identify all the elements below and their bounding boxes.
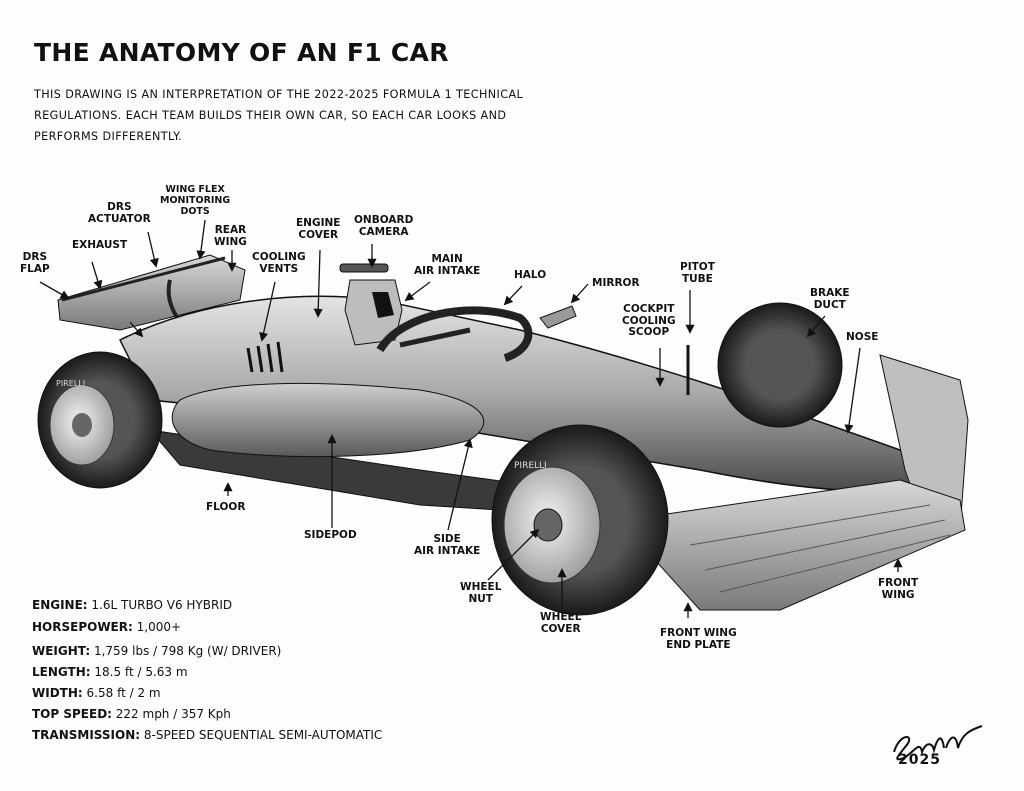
- label-exhaust: EXHAUST: [72, 239, 128, 251]
- arrow-mirror: [570, 283, 589, 304]
- label-side-air-intake: SIDE AIR INTAKE: [414, 533, 481, 557]
- rear-left-tyre: [37, 351, 163, 489]
- intro-line-2: REGULATIONS. EACH TEAM BUILDS THEIR OWN …: [34, 109, 507, 122]
- label-main-air-intake: MAIN AIR INTAKE: [414, 253, 481, 277]
- label-nose: NOSE: [846, 331, 879, 343]
- artist-signature: [893, 725, 983, 761]
- arrow-cooling-vents: [259, 281, 276, 342]
- label-wheel-nut: WHEEL NUT: [460, 581, 502, 605]
- sidepod-shape: [171, 382, 485, 458]
- rear-wing-shape: [57, 254, 246, 331]
- arrow-halo: [503, 285, 523, 306]
- label-pitot-tube: PITOT TUBE: [680, 261, 715, 285]
- arrow-exhaust-2: [129, 321, 144, 338]
- front-right-tyre: [717, 302, 843, 428]
- spec-weight: WEIGHT: 1,759 lbs / 798 Kg (W/ DRIVER): [32, 644, 282, 658]
- spec-width: WIDTH: 6.58 ft / 2 m: [32, 686, 161, 700]
- page-title: THE ANATOMY OF AN F1 CAR: [34, 38, 449, 67]
- label-drs-actuator: DRS ACTUATOR: [88, 201, 151, 225]
- arrow-brake-duct: [806, 315, 826, 338]
- tire-brand-rear: PIRELLI: [56, 379, 85, 388]
- label-cooling-vents: COOLING VENTS: [252, 251, 306, 275]
- arrow-wheel-nut: [487, 528, 540, 581]
- signature-year: 2025: [898, 752, 941, 768]
- intro-line-3: PERFORMS DIFFERENTLY.: [34, 130, 183, 143]
- label-brake-duct: BRAKE DUCT: [810, 287, 850, 311]
- arrow-wing-flex: [196, 219, 206, 260]
- spec-horsepower: HORSEPOWER: 1,000+: [32, 620, 182, 634]
- label-mirror: MIRROR: [592, 277, 640, 289]
- arrow-engine-cover: [313, 249, 323, 318]
- tire-brand-front: PIRELLI: [514, 461, 547, 471]
- intro-line-1: THIS DRAWING IS AN INTERPRETATION OF THE…: [34, 88, 524, 101]
- front-left-tyre: PIRELLI: [491, 424, 669, 616]
- label-rear-wing: REAR WING: [214, 224, 247, 248]
- cooling-vents-shape: [246, 341, 284, 373]
- spec-engine: ENGINE: 1.6L TURBO V6 HYBRID: [32, 598, 233, 612]
- arrow-main-intake: [404, 281, 431, 302]
- intro-paragraph: THIS DRAWING IS AN INTERPRETATION OF THE…: [34, 84, 574, 147]
- label-sidepod: SIDEPOD: [304, 529, 357, 541]
- label-wing-flex-dots: WING FLEX MONITORING DOTS: [160, 184, 231, 217]
- spec-length: LENGTH: 18.5 ft / 5.63 m: [32, 665, 188, 679]
- spec-transmission: TRANSMISSION: 8-SPEED SEQUENTIAL SEMI-AU…: [32, 728, 383, 742]
- arrow-exhaust: [91, 261, 103, 290]
- label-engine-cover: ENGINE COVER: [296, 217, 341, 241]
- arrow-drs-actuator: [147, 231, 159, 268]
- front-wing-shape: [654, 479, 966, 611]
- label-cockpit-cooling-scoop: COCKPIT COOLING SCOOP: [622, 303, 676, 338]
- arrow-side-intake: [447, 438, 473, 531]
- label-drs-flap: DRS FLAP: [20, 251, 50, 275]
- arrow-drs-flap: [39, 281, 70, 299]
- label-onboard-camera: ONBOARD CAMERA: [354, 214, 414, 238]
- spec-top-speed: TOP SPEED: 222 mph / 357 Kph: [32, 707, 231, 721]
- label-floor: FLOOR: [206, 501, 246, 513]
- label-wheel-cover: WHEEL COVER: [540, 611, 582, 635]
- arrow-nose: [844, 347, 861, 434]
- label-halo: HALO: [514, 269, 547, 281]
- label-front-wing-end-plate: FRONT WING END PLATE: [660, 627, 737, 651]
- label-front-wing: FRONT WING: [878, 577, 919, 601]
- halo-shape: [376, 306, 533, 362]
